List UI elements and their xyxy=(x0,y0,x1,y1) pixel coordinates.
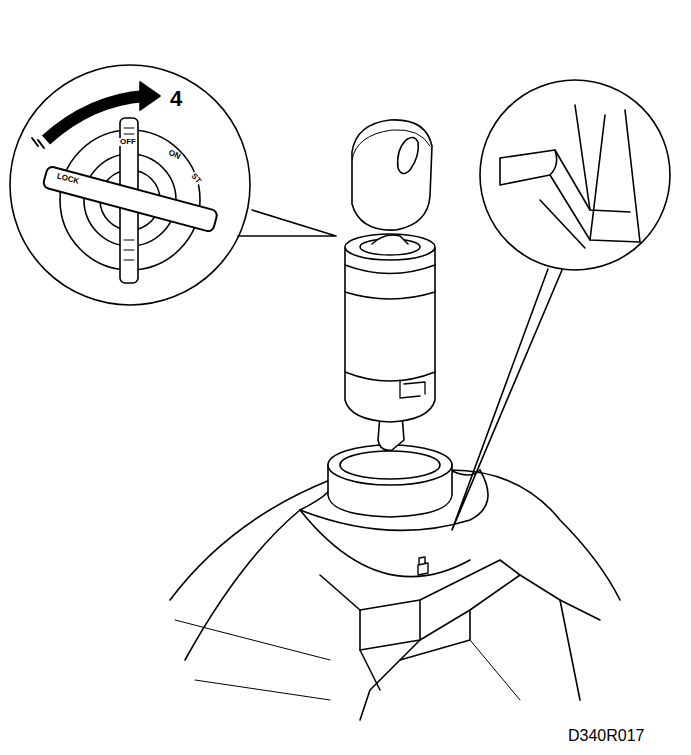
figure-code: D340R017 xyxy=(568,728,645,744)
position-label: OFF xyxy=(119,138,137,146)
callout-number: 4 xyxy=(170,88,182,110)
